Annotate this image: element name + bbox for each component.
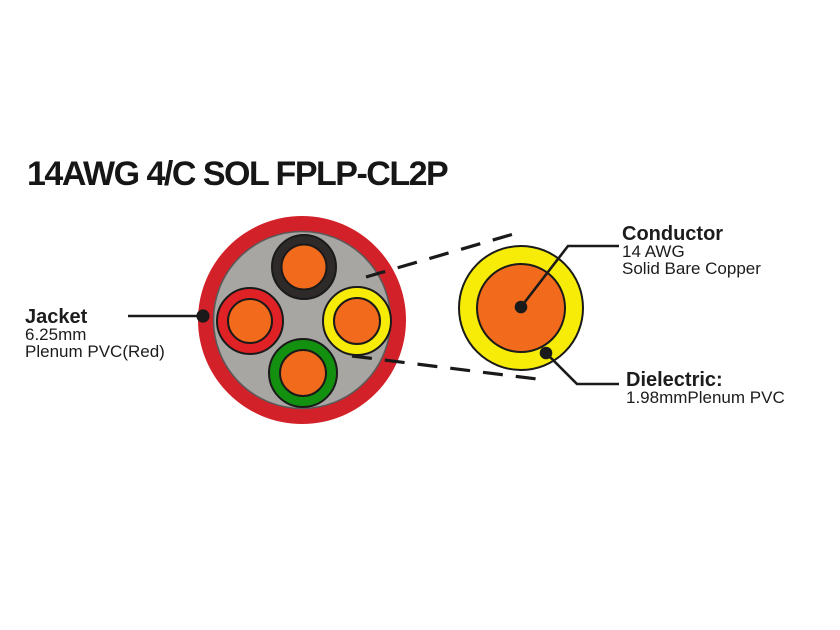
- conductor-label: Conductor 14 AWG Solid Bare Copper: [622, 224, 761, 277]
- conductor-right-yellow: [322, 286, 392, 356]
- conductor-left-red: [216, 287, 284, 355]
- conductor-top-black: [271, 234, 337, 300]
- dielectric-label-heading: Dielectric:: [626, 369, 723, 391]
- dielectric-label: Dielectric: 1.98mmPlenum PVC: [626, 370, 785, 407]
- jacket-callout-dot: [196, 309, 210, 323]
- dielectric-callout-dot: [539, 346, 553, 360]
- dielectric-label-spec: 1.98mmPlenum PVC: [626, 388, 785, 407]
- cable-cross-section: [198, 216, 406, 424]
- jacket-label-material: Plenum PVC(Red): [25, 341, 165, 361]
- jacket-label-thickness: 6.25mm: [25, 325, 87, 344]
- page-title: 14AWG 4/C SOL FPLP-CL2P: [27, 155, 449, 193]
- conductor-bottom-green: [268, 338, 338, 408]
- copper-core: [279, 349, 327, 397]
- dielectric-leader-line: [545, 352, 619, 386]
- jacket-label: Jacket 6.25mm Plenum PVC(Red): [25, 307, 165, 360]
- conductor-leader-line: [519, 244, 619, 308]
- conductor-callout-dot: [514, 300, 528, 314]
- conductor-label-heading: Conductor: [622, 223, 724, 245]
- conductor-label-material: Solid Bare Copper: [622, 258, 761, 278]
- copper-core: [280, 243, 328, 291]
- magnifier-dash-top: [365, 231, 518, 279]
- copper-core: [333, 297, 381, 345]
- copper-core: [227, 298, 273, 344]
- conductor-label-gauge: 14 AWG: [622, 242, 685, 261]
- jacket-label-heading: Jacket: [25, 306, 88, 328]
